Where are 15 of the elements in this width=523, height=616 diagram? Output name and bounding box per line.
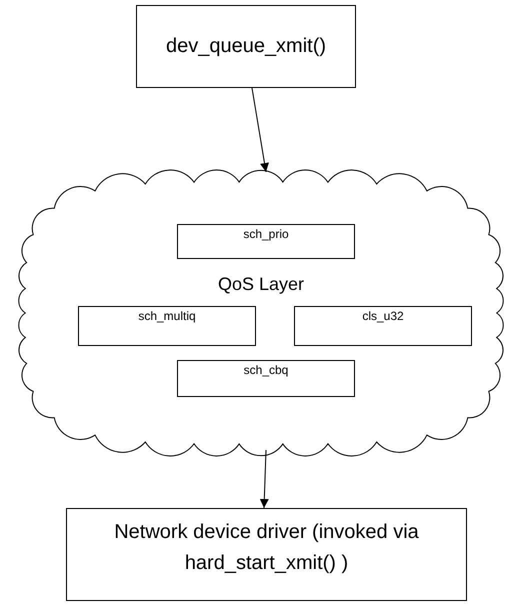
process-box — [294, 306, 472, 346]
node-label: cls_u32 — [361, 308, 405, 324]
node-label: sch_prio — [242, 226, 290, 242]
node-label: dev_queue_xmit() — [164, 34, 328, 59]
node-label: sch_cbq — [242, 362, 290, 378]
process-box — [177, 224, 355, 259]
node-label: Network device driver (invoked via hard_start_xmit() ) — [113, 520, 420, 576]
process-box — [136, 5, 356, 88]
layer-label: QoS Layer — [216, 274, 306, 296]
node-label: sch_multiq — [137, 308, 197, 324]
process-box — [78, 306, 256, 346]
process-box — [66, 508, 467, 601]
arrow — [260, 450, 269, 508]
process-box — [177, 360, 355, 397]
arrow — [252, 88, 269, 172]
